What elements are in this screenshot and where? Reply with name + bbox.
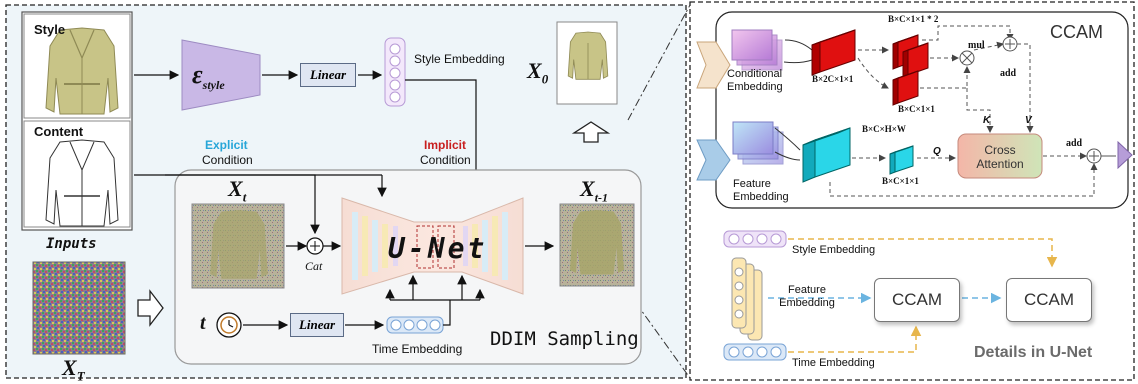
inputs-label: Inputs (46, 236, 97, 252)
b2c-label: B×2C×1×1 (812, 74, 854, 84)
conditional-embedding-label: Conditional Embedding (727, 68, 783, 93)
add2-label: add (1066, 138, 1083, 149)
linear-top-box: Linear (300, 63, 356, 87)
implicit-condition-label: Condition (420, 153, 471, 167)
explicit-label: Explicit (205, 138, 248, 152)
noise-image-xT (32, 261, 126, 355)
feature-embedding-label: Feature Embedding (733, 178, 789, 203)
cross-attention-label: Cross Attention (976, 143, 1024, 171)
hollow-arrow-right (137, 289, 164, 327)
bc-b-label: B×C×1×1 (882, 176, 919, 186)
time-embedding-right-label: Time Embedding (792, 357, 875, 369)
feature-embedding-stack (732, 121, 774, 155)
linear-bottom-box: Linear (290, 313, 344, 337)
v-label: V (1025, 115, 1032, 126)
bc-a-label: B×C×1×1 (898, 104, 935, 114)
cat-label: Cat (305, 259, 323, 273)
xt1-label: Xt-1 (580, 176, 609, 205)
explicit-condition-label: Condition (202, 153, 253, 167)
output-arrow (1117, 140, 1133, 170)
xT-label: XT (62, 355, 85, 384)
add1-label: add (1000, 68, 1017, 79)
t-label: t (200, 312, 206, 334)
feat-input-arrow (696, 139, 731, 181)
mul-label: mul (968, 40, 985, 51)
ddim-label: DDIM Sampling (490, 328, 639, 350)
implicit-label: Implicit (424, 138, 467, 152)
details-label: Details in U-Net (974, 344, 1093, 361)
encoder-label: εstyle (192, 60, 225, 93)
k-label: K (983, 115, 991, 126)
xt-label: Xt (228, 176, 247, 205)
bc2-label: B×C×1×1 * 2 (888, 14, 939, 24)
ccam-block-1: CCAM (874, 278, 960, 322)
x0-label: X0 (527, 58, 549, 87)
feature-embedding-small (731, 257, 763, 341)
cross-attention-block (957, 133, 1043, 179)
feature-embedding-right-label: Feature Embedding (779, 284, 835, 309)
content-sketch-image (45, 139, 119, 227)
style-embedding-small (723, 230, 787, 248)
bchw-label: B×C×H×W (862, 124, 906, 134)
q-label: Q (933, 146, 941, 157)
style-encoder (181, 39, 261, 111)
content-label: Content (34, 124, 84, 139)
hollow-arrow-up (571, 121, 611, 143)
style-embedding-right-label: Style Embedding (792, 244, 876, 256)
style-label: Style (34, 22, 66, 37)
time-embedding-label: Time Embedding (372, 342, 463, 356)
ccam-title: CCAM (1050, 22, 1103, 42)
cond-input-arrow (696, 41, 731, 89)
unet-label: U-Net (388, 232, 488, 265)
time-embedding-small (723, 343, 787, 361)
style-jacket-image (45, 27, 119, 115)
ccam-block-2: CCAM (1006, 278, 1092, 322)
style-embedding-label: Style Embedding (414, 52, 505, 66)
conditional-embedding-stack (731, 29, 773, 61)
